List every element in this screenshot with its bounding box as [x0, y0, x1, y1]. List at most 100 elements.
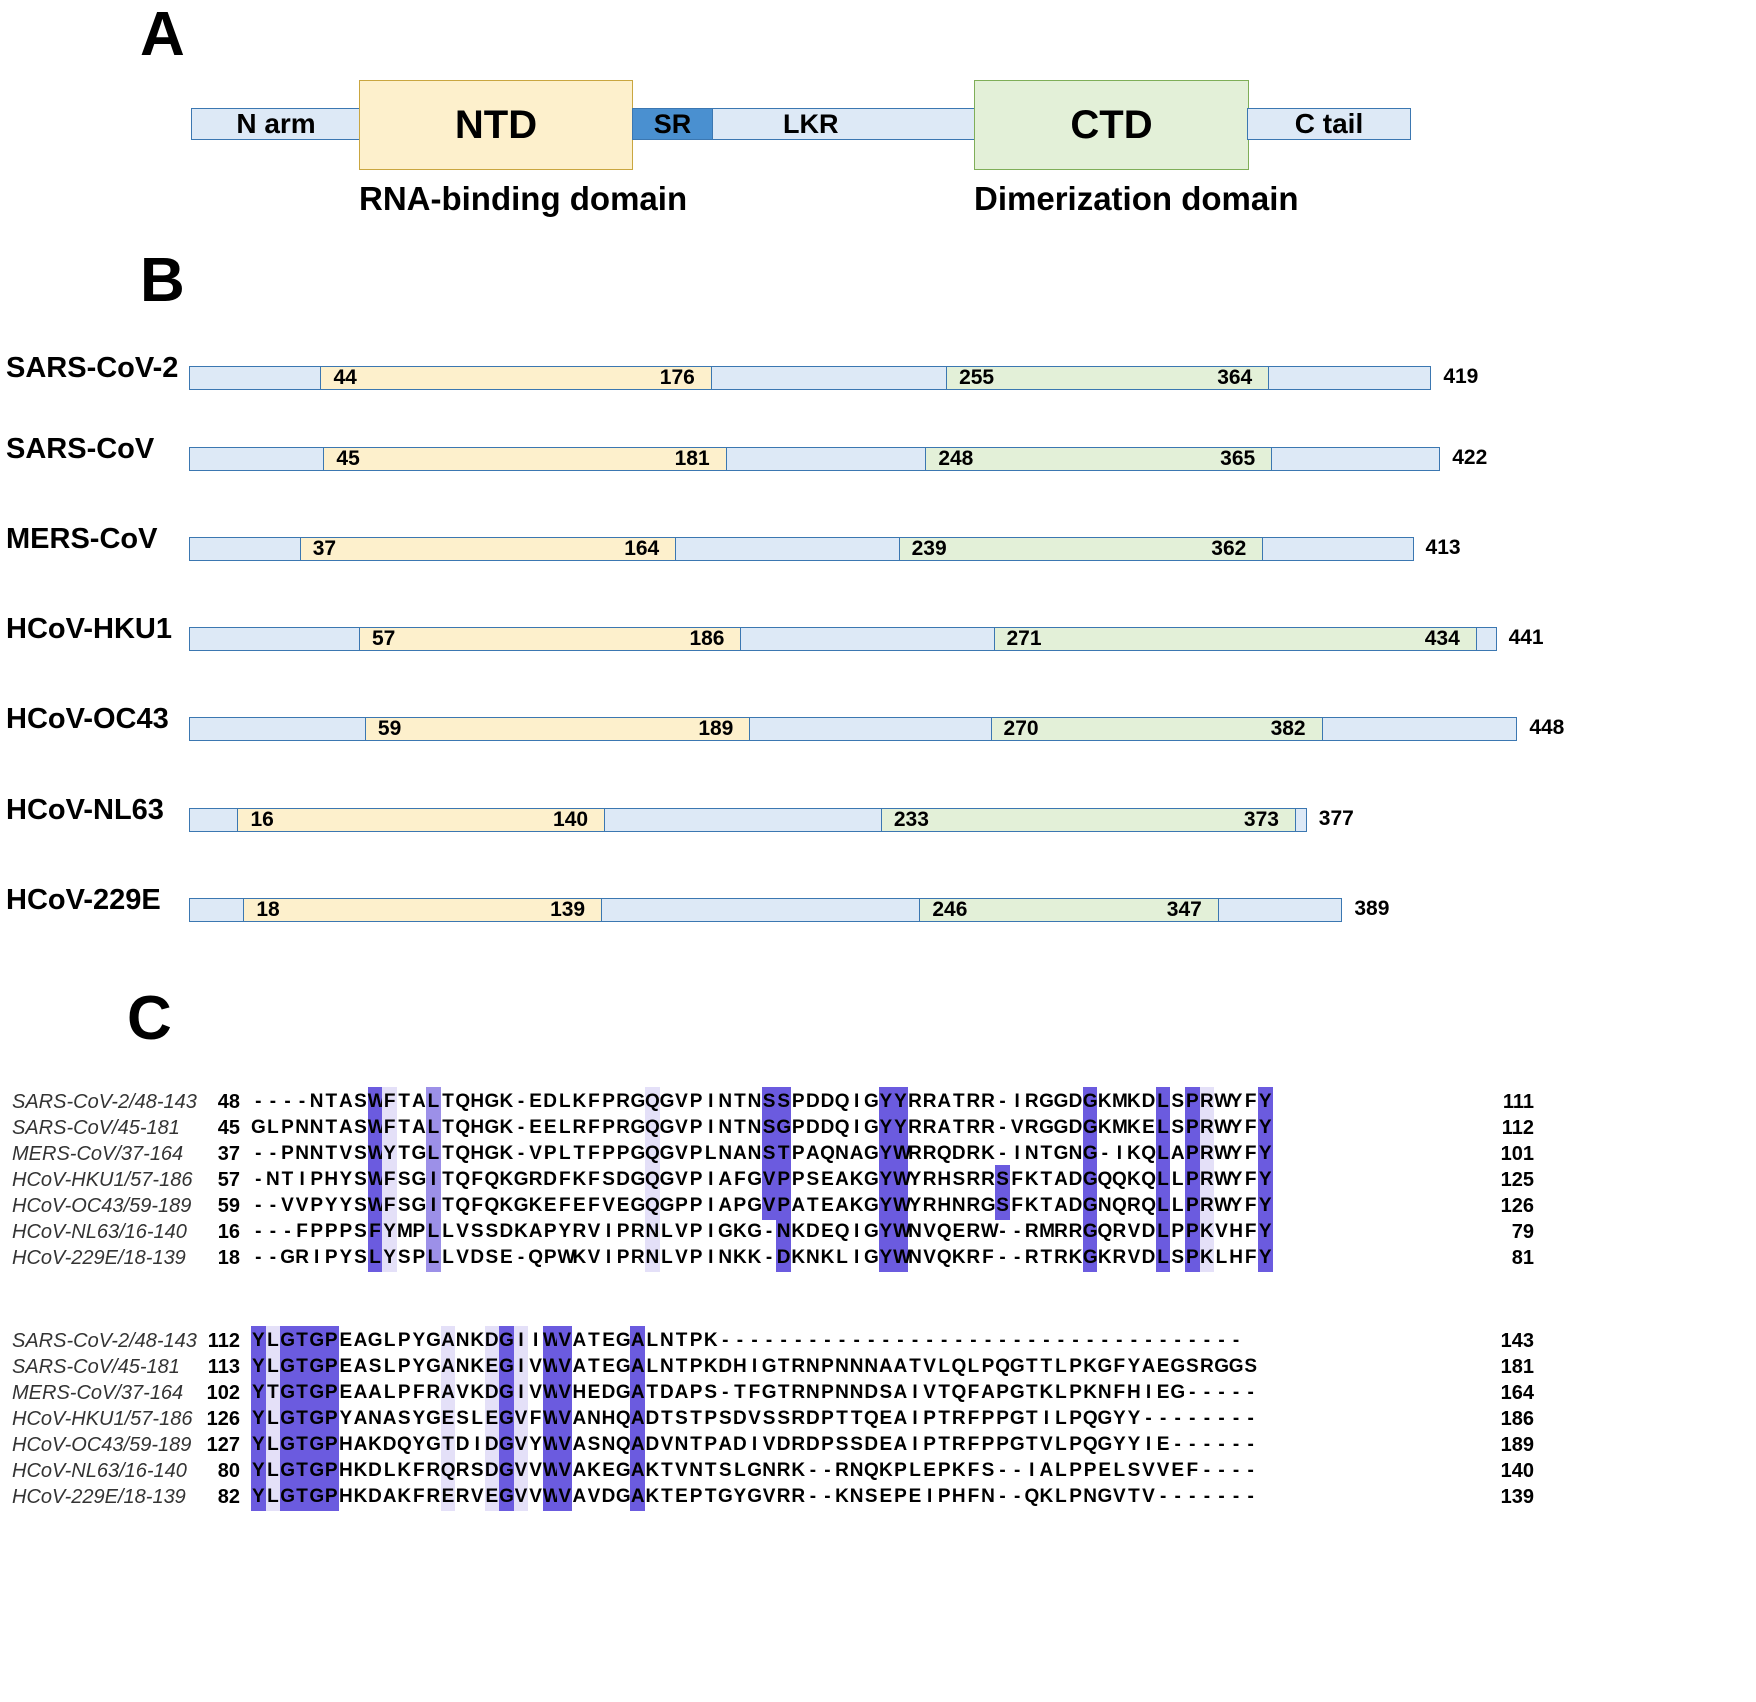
residue: Y [878, 1217, 894, 1246]
residue: P [397, 1330, 411, 1351]
panel-label-a: A [140, 0, 185, 69]
residue: I [1116, 1143, 1122, 1164]
residue: L [383, 1460, 396, 1481]
residue: F [588, 1091, 600, 1112]
residue: P [894, 1486, 907, 1507]
residue: P [689, 1356, 703, 1377]
residue: V [513, 1482, 529, 1511]
residue: A [893, 1408, 908, 1429]
residue: - [1247, 1434, 1254, 1455]
residue: W [542, 1404, 561, 1433]
residue: T [294, 1430, 310, 1459]
residue: P [323, 1404, 339, 1433]
residue: K [703, 1356, 718, 1377]
residue: A [718, 1195, 733, 1216]
residue: G [1170, 1356, 1186, 1377]
residue: V [295, 1195, 309, 1216]
ctd-start-number: 248 [938, 447, 974, 470]
residue: R [455, 1460, 470, 1481]
residue: W [367, 1191, 386, 1220]
sequence-end-number: 81 [1511, 1247, 1534, 1269]
residue: Q [455, 1091, 471, 1112]
residue: G [1097, 1486, 1113, 1507]
residue: - [941, 1330, 948, 1351]
residue: D [776, 1243, 791, 1272]
ntd-end-number: 164 [624, 537, 660, 560]
residue: G [1082, 1113, 1098, 1142]
residue: F [588, 1143, 600, 1164]
residue: T [440, 1430, 456, 1459]
residue: A [893, 1382, 908, 1403]
residue: I [513, 1352, 529, 1381]
residue: L [267, 1117, 279, 1138]
residue: G [499, 1326, 514, 1355]
residue: D [470, 1247, 485, 1268]
residue: P [1185, 1217, 1200, 1246]
residue: R [908, 1117, 922, 1138]
residue: V [675, 1169, 688, 1190]
residue: L [265, 1456, 281, 1485]
residue: A [630, 1404, 646, 1433]
residue: L [442, 1221, 454, 1242]
residue: - [722, 1330, 729, 1351]
residue: F [1244, 1117, 1257, 1138]
residue: G [411, 1143, 427, 1164]
residue: R [1199, 1087, 1215, 1116]
sequence-name: SARS-CoV-2/48-143 [12, 1330, 197, 1352]
residue: N [762, 1460, 776, 1481]
residue: P [791, 1169, 805, 1190]
residue: A [440, 1352, 456, 1381]
residue: V [923, 1382, 936, 1403]
residue: P [923, 1434, 936, 1455]
residue: N [309, 1117, 324, 1138]
residue: E [440, 1404, 456, 1433]
residue: P [821, 1434, 834, 1455]
residue: R [630, 1247, 645, 1268]
residue: D [368, 1460, 382, 1481]
residue: - [897, 1330, 904, 1351]
residue: - [999, 1247, 1006, 1268]
residue: N [455, 1356, 470, 1377]
residue: F [748, 1382, 761, 1403]
residue: V [557, 1326, 573, 1355]
residue: D [484, 1430, 500, 1459]
residue: - [517, 1091, 525, 1112]
residue: W [1214, 1143, 1233, 1164]
residue: G [1009, 1356, 1025, 1377]
residue: Y [1257, 1113, 1273, 1142]
residue: R [966, 1247, 981, 1268]
sequence-end-number: 79 [1511, 1221, 1534, 1243]
residue: K [849, 1195, 864, 1216]
residue: S [761, 1087, 777, 1116]
residue: R [791, 1382, 806, 1403]
residue: G [1009, 1434, 1025, 1455]
residue: F [1244, 1169, 1257, 1190]
residue: - [751, 1330, 758, 1351]
residue: A [382, 1486, 397, 1507]
residue: G [863, 1143, 879, 1164]
residue: S [761, 1139, 777, 1168]
residue: R [455, 1486, 470, 1507]
residue: R [1068, 1221, 1083, 1242]
residue: S [850, 1434, 863, 1455]
residue: - [1218, 1382, 1225, 1403]
residue: Y [1257, 1217, 1273, 1246]
residue: W [542, 1456, 561, 1485]
residue: G [499, 1430, 514, 1459]
residue: W [893, 1139, 911, 1168]
residue: N [805, 1356, 820, 1377]
residue: H [951, 1486, 966, 1507]
residue: L [426, 1087, 441, 1116]
residue: D [820, 1117, 835, 1138]
residue: F [1113, 1356, 1126, 1377]
residue: V [675, 1221, 688, 1242]
residue: N [309, 1143, 324, 1164]
residue: A [893, 1356, 908, 1377]
residue: G [1009, 1382, 1025, 1403]
ctd-end-number: 365 [1220, 447, 1256, 470]
residue: D [820, 1091, 835, 1112]
residue: R [630, 1221, 645, 1242]
residue: W [1214, 1117, 1233, 1138]
residue: T [1040, 1195, 1053, 1216]
